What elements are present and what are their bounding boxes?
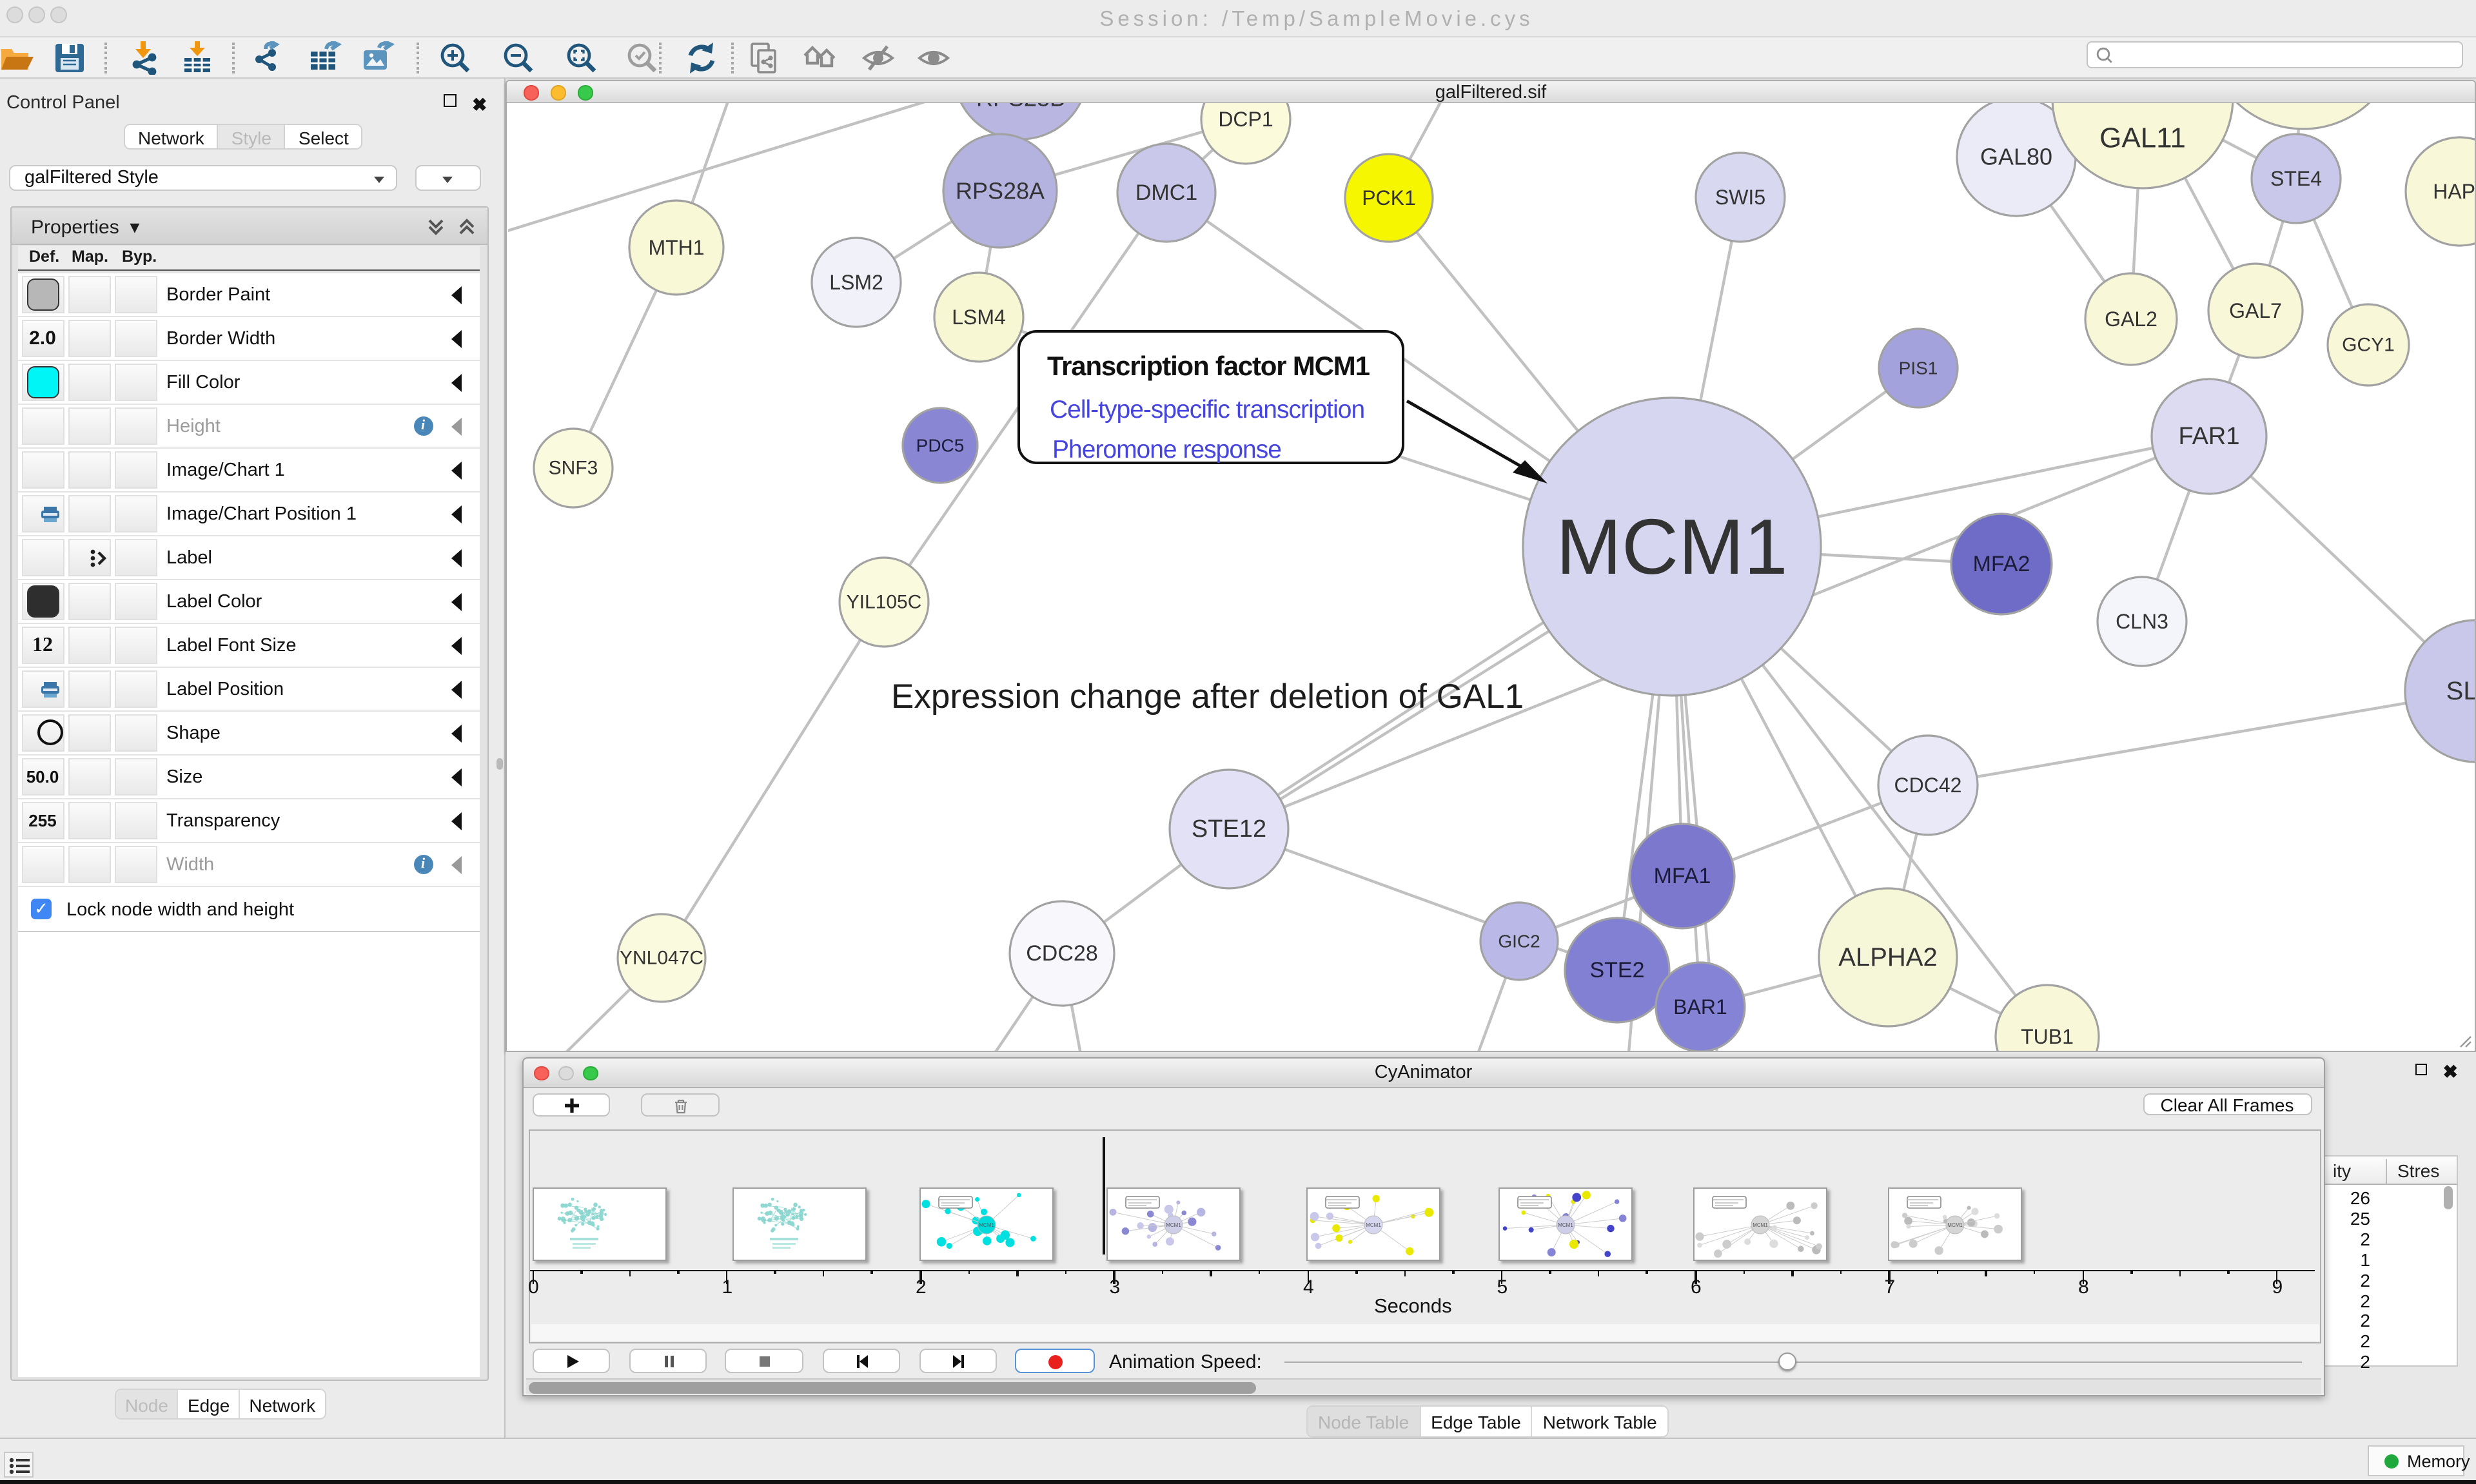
svg-text:STE12: STE12 xyxy=(1192,815,1266,843)
svg-text:MFA2: MFA2 xyxy=(1973,552,2030,576)
svg-text:LSM4: LSM4 xyxy=(952,306,1006,329)
svg-text:PCK1: PCK1 xyxy=(1362,186,1416,210)
svg-text:STE4: STE4 xyxy=(2270,167,2322,190)
svg-text:ALPHA2: ALPHA2 xyxy=(1838,943,1937,971)
svg-text:MFA1: MFA1 xyxy=(1654,864,1711,888)
svg-text:GAL2: GAL2 xyxy=(2105,308,2157,331)
svg-text:CDC28: CDC28 xyxy=(1026,941,1097,966)
svg-text:CDC42: CDC42 xyxy=(1894,774,1962,797)
svg-text:RPS28B: RPS28B xyxy=(976,103,1065,112)
svg-text:MTH1: MTH1 xyxy=(648,236,704,259)
svg-text:GAL80: GAL80 xyxy=(1980,144,2052,170)
svg-text:GCY1: GCY1 xyxy=(2342,335,2395,356)
svg-text:PDC5: PDC5 xyxy=(916,436,965,456)
svg-text:DMC1: DMC1 xyxy=(1135,181,1197,205)
svg-text:MCM1: MCM1 xyxy=(1365,1222,1380,1227)
svg-text:YIL105C: YIL105C xyxy=(847,592,922,613)
svg-text:MCM1: MCM1 xyxy=(979,1222,994,1227)
svg-text:LSM2: LSM2 xyxy=(829,271,883,294)
svg-text:MCM1: MCM1 xyxy=(1558,1222,1573,1227)
svg-text:MCM1: MCM1 xyxy=(1947,1222,1963,1227)
svg-text:RPS28A: RPS28A xyxy=(956,178,1045,204)
svg-text:BAR1: BAR1 xyxy=(1673,995,1727,1019)
svg-text:TUB1: TUB1 xyxy=(2021,1025,2074,1048)
svg-text:SWI5: SWI5 xyxy=(1715,186,1765,209)
svg-text:FAR1: FAR1 xyxy=(2178,423,2239,450)
svg-text:CLN3: CLN3 xyxy=(2116,610,2168,633)
svg-text:MCM1: MCM1 xyxy=(1556,503,1787,591)
svg-text:GAL7: GAL7 xyxy=(2229,299,2282,322)
svg-text:MCM1: MCM1 xyxy=(1753,1222,1768,1227)
svg-text:DCP1: DCP1 xyxy=(1218,108,1273,131)
svg-text:YNL047C: YNL047C xyxy=(620,948,703,969)
svg-text:SLT2: SLT2 xyxy=(2446,677,2475,705)
svg-text:PIS1: PIS1 xyxy=(1899,358,1938,378)
svg-text:GIC2: GIC2 xyxy=(1498,932,1540,952)
svg-text:SNF3: SNF3 xyxy=(549,458,598,479)
svg-text:STE2: STE2 xyxy=(1589,958,1644,982)
svg-text:GAL11: GAL11 xyxy=(2099,122,2186,154)
svg-text:MCM1: MCM1 xyxy=(1166,1222,1181,1227)
svg-text:HAP2: HAP2 xyxy=(2433,180,2475,203)
